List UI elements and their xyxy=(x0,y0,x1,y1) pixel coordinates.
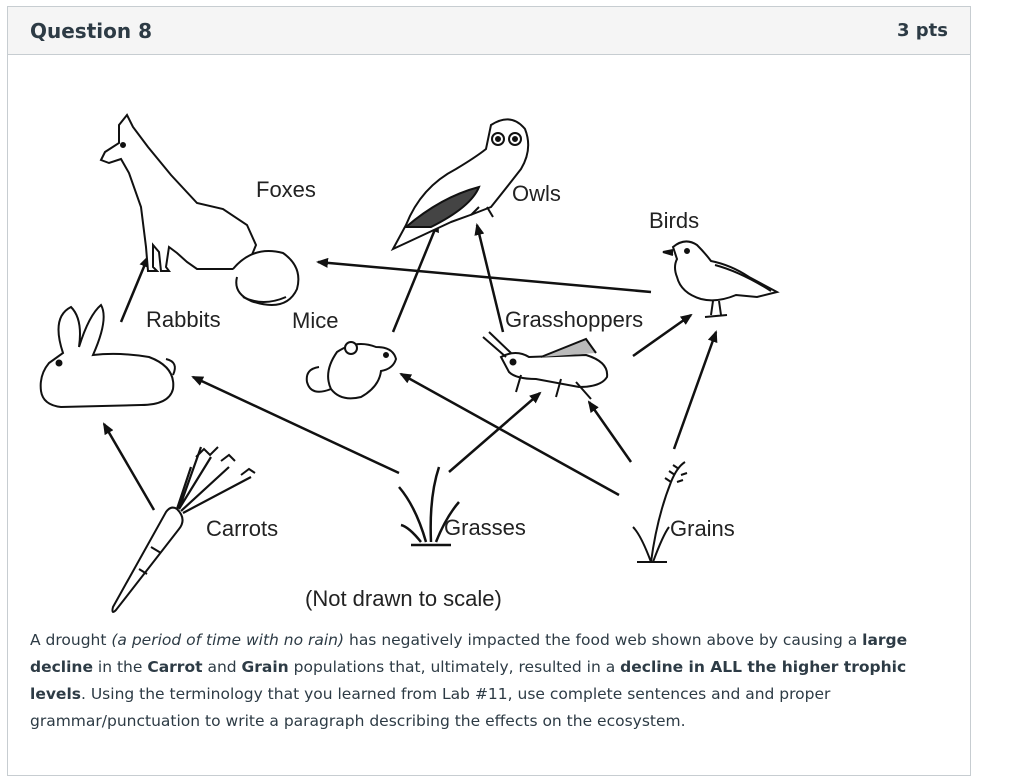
prompt-bold: Grain xyxy=(241,658,289,676)
label-foxes: Foxes xyxy=(256,177,316,202)
grain-icon xyxy=(632,461,688,563)
rabbit-icon xyxy=(39,303,176,409)
arrow-rabbits-to-foxes xyxy=(119,255,150,323)
arrow-grasses-to-rabbits xyxy=(191,375,400,475)
arrow-grains-to-birds xyxy=(672,330,718,450)
prompt-bold: large decline xyxy=(30,631,908,676)
arrow-birds-to-foxes xyxy=(316,257,652,294)
prompt-text: A drought xyxy=(30,631,112,649)
arrow-grasshoppers-to-owls xyxy=(474,223,505,333)
label-owls: Owls xyxy=(512,181,561,206)
prompt-text: and xyxy=(202,658,242,676)
prompt-text: in the xyxy=(92,658,148,676)
label-grains: Grains xyxy=(670,516,735,541)
prompt-bold: decline in ALL the higher trophic levels xyxy=(30,658,907,703)
prompt-bold: Carrot xyxy=(147,658,203,676)
bird-icon xyxy=(662,240,780,318)
food-web-arrows xyxy=(102,220,718,511)
arrow-grasshoppers-to-birds xyxy=(632,313,693,358)
arrow-mice-to-owls xyxy=(391,220,440,333)
fox-icon xyxy=(99,113,300,306)
prompt-text: populations that, ultimately, resulted i… xyxy=(288,658,621,676)
arrow-grains-to-mice xyxy=(399,372,620,497)
question-points: 3 pts xyxy=(897,20,948,41)
label-grasses: Grasses xyxy=(444,515,526,540)
arrow-grasses-to-grasshoppers xyxy=(448,391,542,473)
question-card: Question 8 3 pts xyxy=(7,6,971,776)
prompt-text: has negatively impacted the food web sho… xyxy=(344,631,863,649)
label-carrots: Carrots xyxy=(206,516,278,541)
mouse-icon xyxy=(305,341,398,400)
label-rabbits: Rabbits xyxy=(146,307,221,332)
grasshopper-icon xyxy=(482,331,609,400)
question-title: Question 8 xyxy=(30,18,152,43)
label-mice: Mice xyxy=(292,308,338,333)
label-birds: Birds xyxy=(649,208,699,233)
question-prompt: A drought (a period of time with no rain… xyxy=(30,627,960,735)
label-grasshoppers: Grasshoppers xyxy=(505,307,643,332)
prompt-text: . Using the terminology that you learned… xyxy=(30,685,831,730)
arrow-grains-to-grasshoppers xyxy=(587,400,633,463)
arrow-carrots-to-rabbits xyxy=(102,422,156,511)
food-web-figure: Foxes Owls Birds Rabbits Mice Grasshoppe… xyxy=(1,57,1001,617)
owl-icon xyxy=(390,118,530,252)
prompt-emphasis: (a period of time with no rain) xyxy=(111,631,345,649)
question-header: Question 8 3 pts xyxy=(8,7,970,55)
grass-icon xyxy=(398,466,460,547)
figure-note: (Not drawn to scale) xyxy=(305,586,502,611)
carrot-icon xyxy=(111,446,256,613)
